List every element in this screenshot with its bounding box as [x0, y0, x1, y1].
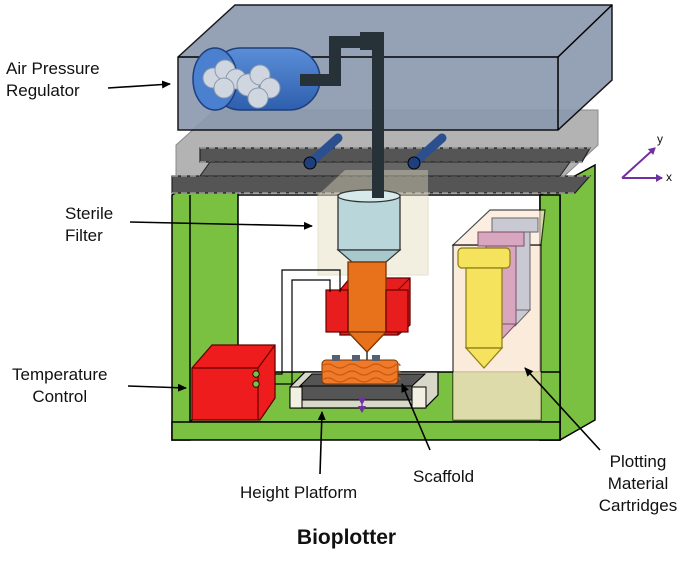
label-scaffold: Scaffold: [413, 467, 475, 486]
air-pipe: [300, 32, 384, 195]
print-head: [317, 150, 429, 362]
cartridge-yellow: [457, 247, 511, 369]
axis-label-x: x: [666, 170, 672, 184]
temperature-control-box: [191, 344, 276, 421]
label-height-platform: Height Platform: [240, 483, 358, 502]
label-sterile-line2: Filter: [65, 226, 103, 245]
roller-left: [303, 133, 343, 170]
label-air-pressure-regulator: Air Pressure Regulator: [6, 58, 100, 102]
leader-height-platform: [317, 411, 326, 475]
roller-right: [407, 133, 447, 170]
label-sterile-filter: Sterile Filter: [65, 203, 113, 247]
nozzle: [346, 261, 388, 362]
leader-lines: [107, 80, 601, 475]
sterile-filter: [336, 189, 402, 263]
label-temperature-line1: Temperature: [12, 365, 108, 384]
label-cartridges-line2: Material: [607, 474, 669, 493]
leader-temperature: [127, 383, 187, 392]
axis-label-y: y: [657, 132, 663, 146]
leader-air-pressure: [107, 80, 171, 89]
label-air-pressure-line1: Air Pressure: [6, 59, 100, 78]
label-cartridges-line1: Plotting: [609, 452, 667, 471]
leader-scaffold: [401, 383, 431, 451]
pressure-cylinder: [192, 47, 321, 111]
label-sterile-line1: Sterile: [65, 204, 114, 223]
label-cartridges-line3: Cartridges: [598, 496, 678, 515]
label-temperature-control: Temperature Control: [12, 364, 107, 408]
label-air-pressure-line2: Regulator: [6, 81, 80, 100]
leader-cartridges: [524, 367, 601, 451]
cartridge-rack: [451, 209, 546, 421]
axis-indicator: [621, 147, 663, 182]
scaffold: [321, 355, 401, 385]
label-plotting-material-cartridges: Plotting Material Cartridges: [588, 451, 688, 517]
diagram-title: Bioplotter: [296, 526, 397, 549]
label-temperature-line2: Control: [32, 387, 88, 406]
leader-sterile-filter: [129, 221, 313, 230]
air-pressure-regulator-box: [177, 4, 613, 195]
